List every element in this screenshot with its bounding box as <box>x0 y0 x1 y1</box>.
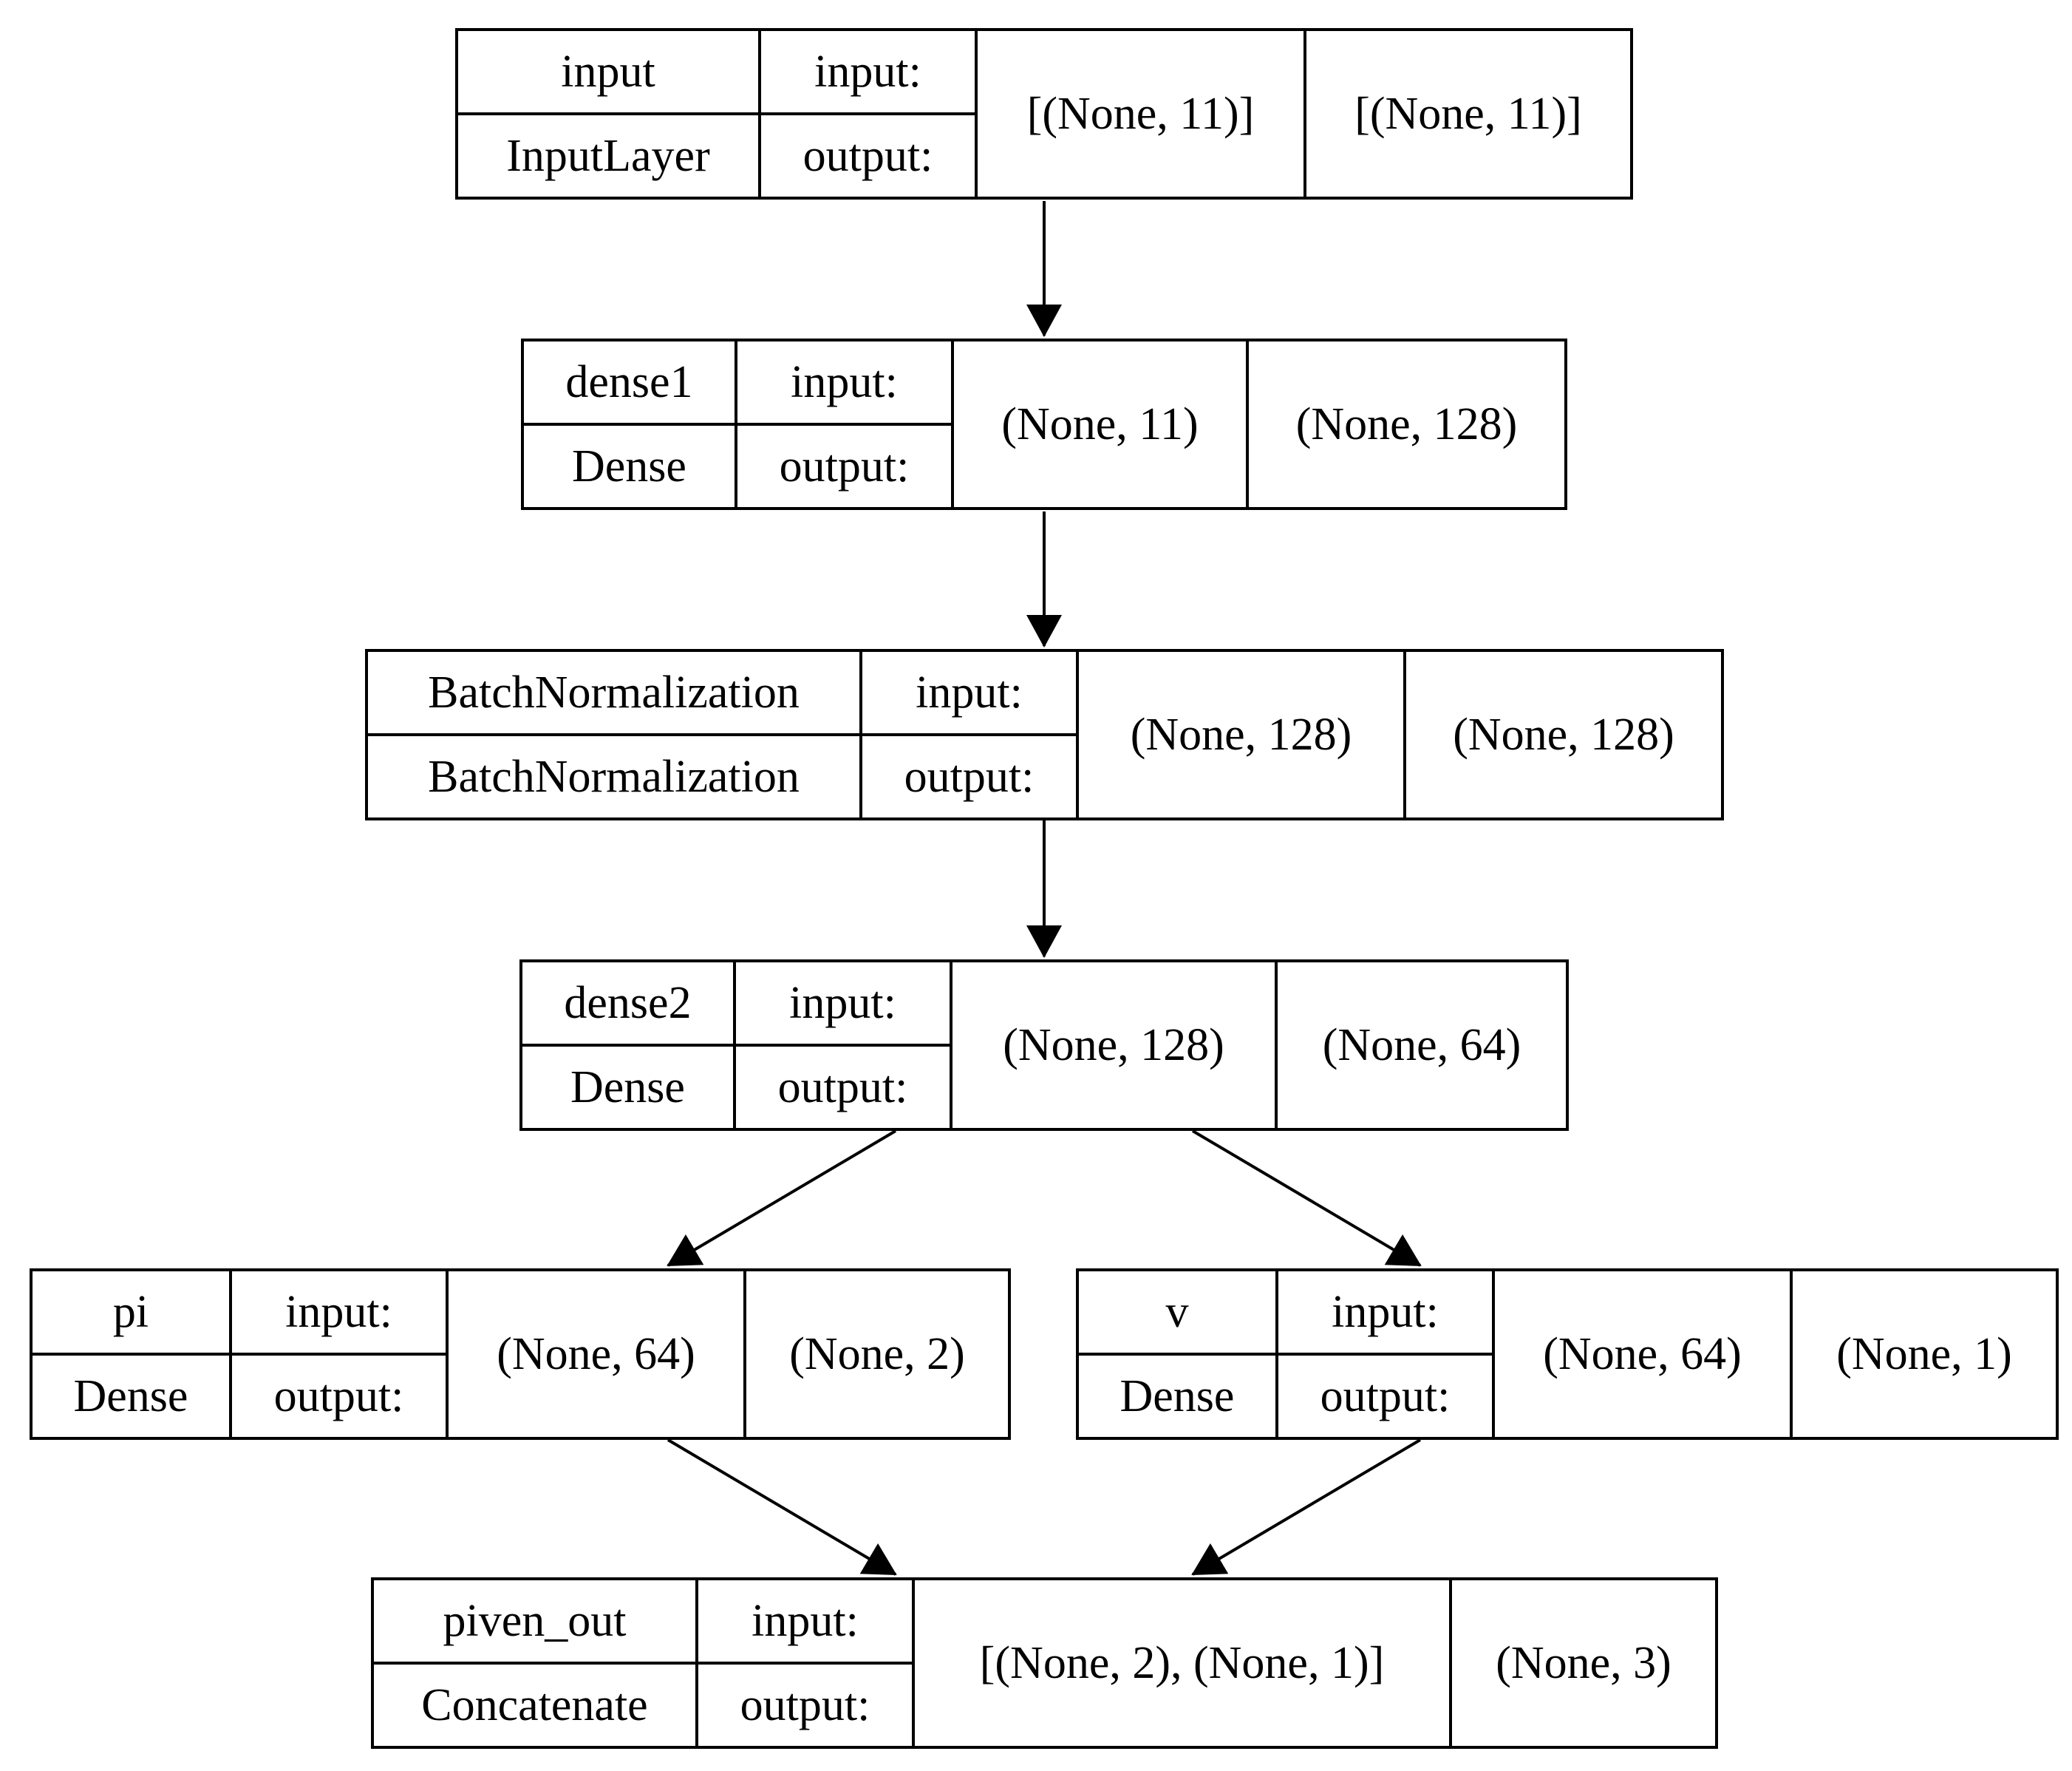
layer-name: v <box>1165 1286 1189 1337</box>
input-label: input: <box>1332 1286 1439 1337</box>
input-label: input: <box>814 46 921 97</box>
input-label: input: <box>789 977 896 1028</box>
layer-name-column: pi Dense <box>33 1271 229 1437</box>
input-shape: [(None, 11)] <box>975 31 1303 197</box>
edge-dense2-to-pi <box>667 1129 897 1267</box>
layer-type: Dense <box>33 1353 229 1437</box>
layer-name: input <box>561 46 655 97</box>
layer-node-input: input InputLayer input: output: [(None, … <box>455 28 1633 200</box>
layer-node-v: v Dense input: output: (None, 64) (None,… <box>1076 1268 2059 1440</box>
input-shape: (None, 128) <box>950 962 1275 1128</box>
output-shape: (None, 64) <box>1275 962 1566 1128</box>
layer-type: Dense <box>522 1044 733 1128</box>
input-shape: [(None, 2), (None, 1)] <box>912 1580 1449 1746</box>
io-label-column: input: output: <box>229 1271 446 1437</box>
edge-v-to-piven-out <box>1191 1438 1422 1576</box>
output-shape: (None, 128) <box>1403 652 1721 817</box>
input-label: input: <box>752 1595 859 1646</box>
layer-name: dense1 <box>565 356 693 407</box>
layer-name-column: piven_out Concatenate <box>374 1580 695 1746</box>
layer-name-column: v Dense <box>1079 1271 1275 1437</box>
io-label-column: input: output: <box>695 1580 912 1746</box>
layer-type: Dense <box>1079 1353 1275 1437</box>
output-label: output: <box>862 733 1076 817</box>
io-label-column: input: output: <box>733 962 950 1128</box>
input-shape: (None, 11) <box>951 341 1246 507</box>
output-shape: (None, 128) <box>1246 341 1564 507</box>
layer-node-piven-out: piven_out Concatenate input: output: [(N… <box>371 1577 1718 1749</box>
layer-name: pi <box>112 1286 149 1337</box>
layer-node-dense2: dense2 Dense input: output: (None, 128) … <box>519 959 1569 1131</box>
output-shape: (None, 1) <box>1790 1271 2056 1437</box>
edge-dense2-to-v <box>1191 1129 1422 1267</box>
layer-name-column: BatchNormalization BatchNormalization <box>368 652 859 817</box>
io-label-column: input: output: <box>758 31 975 197</box>
layer-name-column: dense1 Dense <box>524 341 735 507</box>
input-label: input: <box>791 356 898 407</box>
layer-name: BatchNormalization <box>428 667 800 718</box>
input-shape: (None, 128) <box>1076 652 1403 817</box>
input-label: input: <box>916 667 1023 718</box>
edge-pi-to-piven-out <box>667 1438 897 1576</box>
layer-type: Dense <box>524 423 735 507</box>
output-label: output: <box>232 1353 446 1437</box>
layer-name-column: dense2 Dense <box>522 962 733 1128</box>
output-label: output: <box>698 1662 912 1746</box>
input-shape: (None, 64) <box>446 1271 743 1437</box>
input-label: input: <box>285 1286 392 1337</box>
output-label: output: <box>761 112 975 197</box>
layer-node-pi: pi Dense input: output: (None, 64) (None… <box>30 1268 1011 1440</box>
io-label-column: input: output: <box>859 652 1076 817</box>
output-shape: [(None, 11)] <box>1303 31 1630 197</box>
io-label-column: input: output: <box>735 341 951 507</box>
output-label: output: <box>1278 1353 1492 1437</box>
output-label: output: <box>737 423 951 507</box>
output-shape: (None, 3) <box>1449 1580 1715 1746</box>
layer-node-batchnormalization: BatchNormalization BatchNormalization in… <box>365 649 1724 820</box>
layer-name: dense2 <box>564 977 692 1028</box>
io-label-column: input: output: <box>1275 1271 1492 1437</box>
layer-name-column: input InputLayer <box>458 31 758 197</box>
output-label: output: <box>736 1044 950 1128</box>
layer-type: InputLayer <box>458 112 758 197</box>
layer-type: BatchNormalization <box>368 733 859 817</box>
output-shape: (None, 2) <box>743 1271 1008 1437</box>
layer-name: piven_out <box>443 1595 627 1646</box>
layer-type: Concatenate <box>374 1662 695 1746</box>
input-shape: (None, 64) <box>1492 1271 1790 1437</box>
layer-node-dense1: dense1 Dense input: output: (None, 11) (… <box>521 339 1567 510</box>
